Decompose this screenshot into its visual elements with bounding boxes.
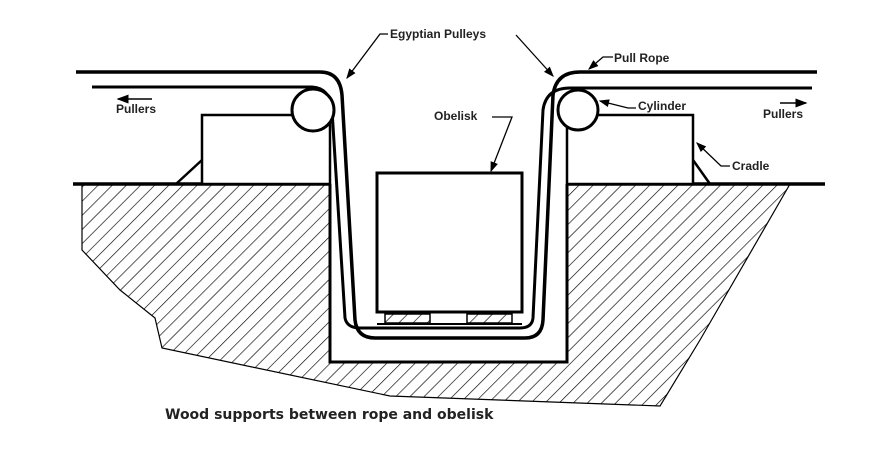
- leader-cylinder: [598, 99, 636, 109]
- label-pull-rope: Pull Rope: [614, 51, 670, 65]
- cylinder-left: [290, 87, 336, 133]
- leader-obelisk: [490, 116, 513, 173]
- caption: Wood supports between rope and obelisk: [165, 407, 494, 423]
- label-pullers-left: Pullers: [116, 102, 156, 116]
- label-pullers-right: Pullers: [763, 107, 803, 121]
- wood-support-left: [384, 313, 431, 324]
- cylinder-right: [556, 88, 600, 132]
- label-egyptian-pulleys: Egyptian Pulleys: [390, 27, 486, 41]
- leader-pull-rope: [588, 56, 613, 70]
- leader-cradle: [696, 142, 730, 167]
- pull-rope-outer: [76, 70, 817, 340]
- label-cylinder: Cylinder: [638, 99, 686, 113]
- leader-egyptian-pulleys-left: [346, 33, 388, 80]
- obelisk: [375, 171, 524, 314]
- wood-support-right: [466, 313, 513, 324]
- leader-egyptian-pulleys-right: [515, 34, 554, 77]
- label-obelisk: Obelisk: [434, 109, 478, 123]
- label-cradle: Cradle: [732, 159, 770, 173]
